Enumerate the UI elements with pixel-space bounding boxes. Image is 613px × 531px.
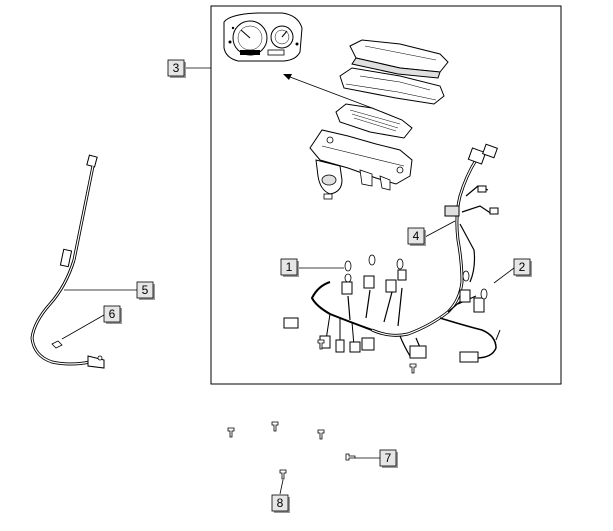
- gauge-housing: [335, 103, 413, 139]
- speedometer-cable: [30, 154, 105, 369]
- leader-lines: [61, 67, 515, 495]
- callout-7: 7: [379, 449, 398, 468]
- callout-label-3: 3: [173, 61, 180, 75]
- callout-3: 3: [167, 59, 186, 78]
- harness-screws: [317, 339, 417, 374]
- lower-case-bracket: [309, 129, 413, 200]
- callout-label-5: 5: [142, 283, 149, 297]
- callout-label-7: 7: [385, 451, 392, 465]
- explode-arrow: [283, 74, 373, 109]
- callout-label-6: 6: [109, 307, 116, 321]
- callout-2: 2: [513, 258, 532, 277]
- cable-clip: [51, 340, 63, 349]
- fasteners: [227, 421, 356, 480]
- callout-6: 6: [103, 305, 122, 324]
- harness-connectors: [283, 143, 499, 363]
- callout-label-4: 4: [413, 229, 420, 243]
- callout-label-8: 8: [277, 496, 284, 510]
- wiring-harness: [310, 159, 501, 359]
- lens-cover: [339, 67, 445, 105]
- callout-5: 5: [136, 281, 155, 300]
- callout-1: 1: [280, 258, 299, 277]
- instrument-cluster-face: [223, 12, 303, 62]
- assembly-frame: [210, 5, 562, 385]
- callout-label-1: 1: [286, 260, 293, 274]
- indicator-bulbs: [344, 254, 488, 300]
- callout-4: 4: [407, 227, 426, 246]
- callout-8: 8: [271, 494, 290, 513]
- callout-label-2: 2: [519, 260, 526, 274]
- upper-cover: [349, 39, 449, 79]
